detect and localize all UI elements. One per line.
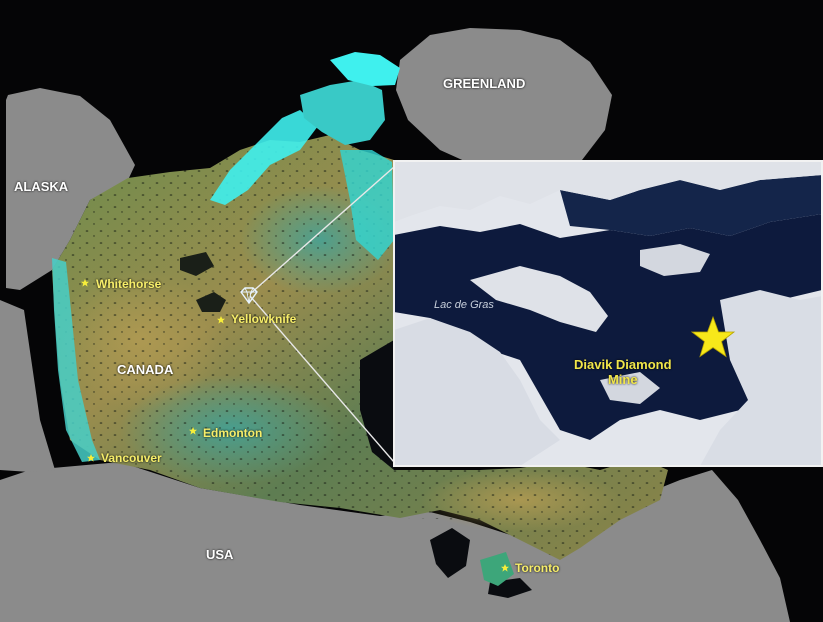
inset-frame: [393, 160, 823, 467]
city-marker-toronto: [501, 564, 509, 572]
ontario-green: [480, 552, 514, 586]
great-lakes: [430, 528, 470, 578]
label-lac-de-gras: Lac de Gras: [434, 299, 494, 311]
bc-coast-snow: [52, 258, 100, 462]
label-canada: CANADA: [117, 362, 174, 377]
alaska-landmass: [6, 88, 135, 290]
zoom-line-top: [249, 166, 395, 295]
inset-middle-islands: [640, 244, 710, 276]
label-whitehorse: Whitehorse: [96, 277, 162, 291]
label-edmonton: Edmonton: [203, 426, 263, 440]
zoom-line-bottom: [249, 295, 395, 463]
city-marker-vancouver: [87, 454, 95, 462]
label-alaska: ALASKA: [14, 179, 69, 194]
usa-landmass: [0, 462, 790, 622]
greenland-landmass: [396, 28, 612, 172]
inset-peninsula: [470, 266, 608, 332]
inset-middle-islands-2: [600, 372, 660, 404]
city-marker-whitehorse: [81, 279, 89, 287]
hudson-bay: [360, 340, 394, 470]
great-slave-lake: [196, 292, 226, 312]
label-usa: USA: [206, 547, 234, 562]
label-diavik-mine-line2: Mine: [607, 372, 638, 387]
arctic-island-baffin: [340, 150, 394, 260]
city-marker-yellowknife: [217, 316, 225, 324]
arctic-islands-north: [330, 52, 400, 86]
usa-west-coast: [0, 300, 55, 472]
great-bear-lake: [180, 252, 214, 276]
inset-satellite-photo: [394, 161, 822, 466]
inset-north-water: [560, 175, 822, 236]
diamond-icon: [240, 287, 258, 305]
arctic-islands-central: [300, 80, 385, 145]
label-diavik-mine-line1: Diavik Diamond: [574, 357, 672, 372]
label-diavik-mine: Diavik Diamond Mine: [574, 357, 672, 387]
arctic-islands-west: [210, 110, 318, 205]
label-vancouver: Vancouver: [101, 451, 162, 465]
inset-southwest-land: [394, 318, 560, 466]
label-yellowknife: Yellowknife: [231, 312, 297, 326]
label-greenland: GREENLAND: [443, 76, 526, 91]
canada-lake-texture: [52, 135, 668, 560]
label-toronto: Toronto: [515, 561, 560, 575]
inset-north-land: [394, 161, 822, 222]
city-marker-edmonton: [189, 427, 197, 435]
star-icon: [690, 315, 736, 358]
inset-lake-water: [394, 214, 822, 440]
